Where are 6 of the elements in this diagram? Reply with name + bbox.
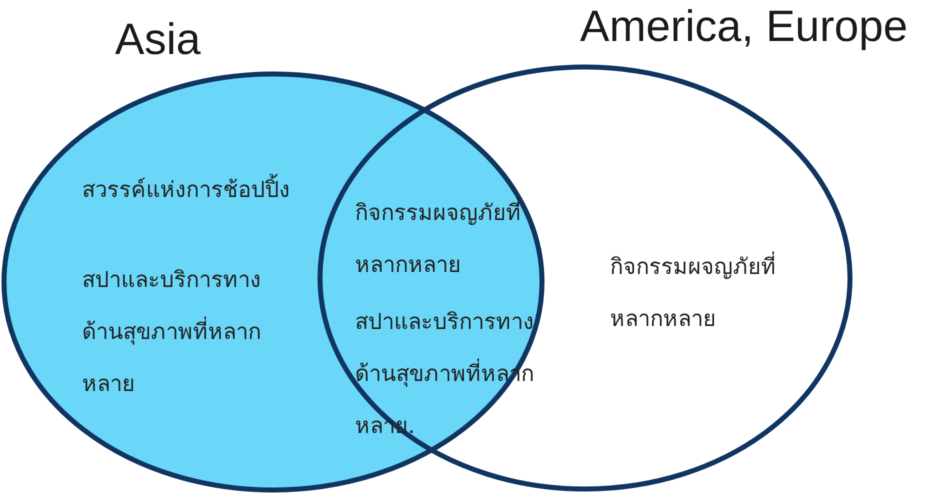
overlap-text: กิจกรรมผจญภัยที่หลากหลาย <box>355 188 545 292</box>
region-text: สวรรค์แห่งการช้อปปิ้ง <box>82 165 342 217</box>
region-text: กิจกรรมผจญภัยที่หลากหลาย <box>610 242 810 346</box>
circle-heading: Asia <box>115 15 201 65</box>
circle-heading: America, Europe <box>580 2 908 52</box>
region-text: สปาและบริการทางด้านสุขภาพที่หลากหลาย <box>82 267 262 399</box>
